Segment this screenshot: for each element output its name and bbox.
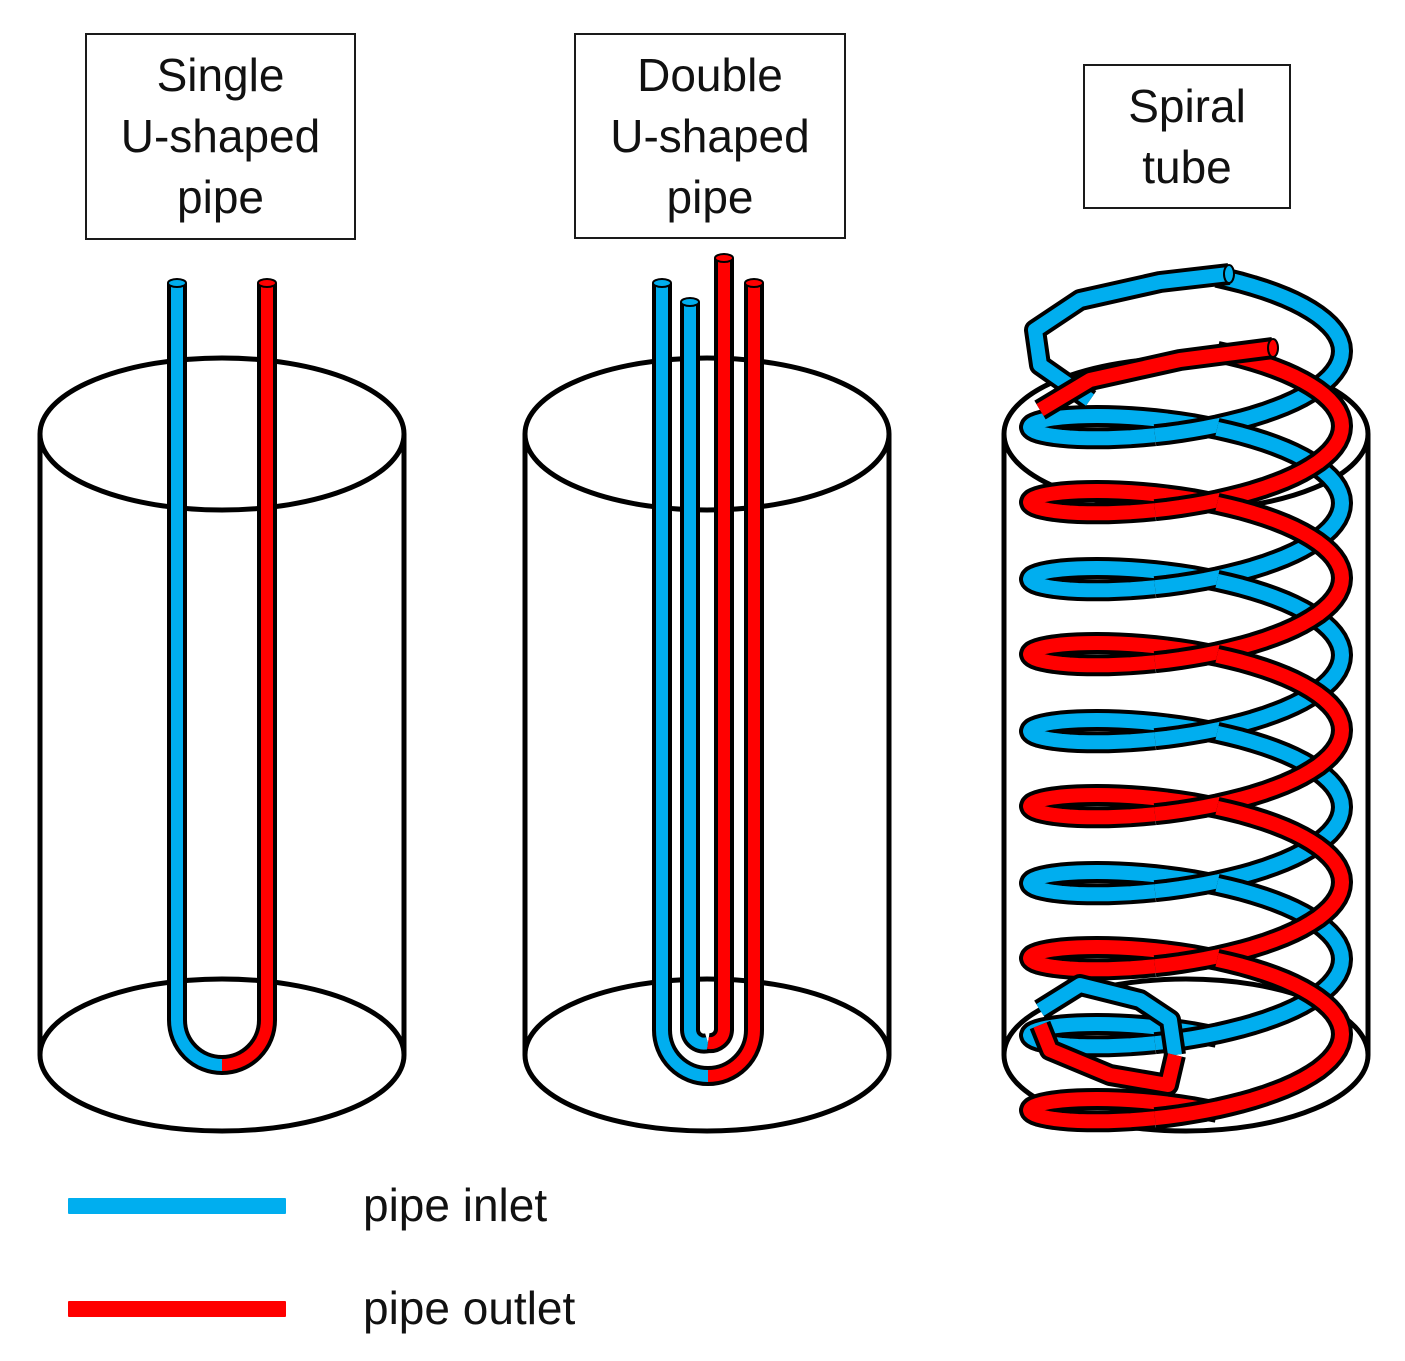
single-inlet-leg	[167, 283, 223, 1075]
spiral-inlet-turn-0	[1154, 269, 1349, 443]
spiral-outlet-turn-8	[1154, 952, 1349, 1126]
spiral-outlet-turn-5	[1023, 788, 1219, 825]
legend-swatch-outlet	[68, 1301, 286, 1317]
legend-label-inlet: pipe inlet	[363, 1179, 548, 1231]
label-single-u-pipe: Single U-shaped pipe	[85, 33, 356, 240]
spiral-outlet-turn-9	[1023, 1092, 1219, 1129]
label-spiral-tube: Spiral tube	[1083, 64, 1291, 209]
spiral-inlet-bottom	[1036, 978, 1182, 1056]
spiral-inlet-cap	[1223, 264, 1235, 284]
label-line: pipe	[177, 171, 264, 223]
spiral-outlet-turn-3	[1023, 636, 1219, 673]
spiral-inlet-lead	[1028, 267, 1230, 406]
label-line: U-shaped	[120, 110, 321, 162]
spiral-outlet-cap	[1267, 338, 1279, 358]
spiral-inlet-turn-6	[1154, 725, 1349, 899]
spiral-outlet-turn-0	[1154, 344, 1349, 518]
spiral-outlet-turn-1	[1023, 484, 1219, 521]
spiral-outlet-bottom	[1033, 1022, 1182, 1092]
label-line: U-shaped	[610, 109, 810, 162]
spiral-inlet-turn-2	[1154, 421, 1349, 595]
label-line: Single	[156, 49, 285, 101]
legend-swatch-inlet	[68, 1198, 286, 1214]
label-line: pipe	[666, 170, 754, 223]
spiral-inlet-turn-4	[1154, 573, 1349, 747]
spiral-inlet-turn-1	[1023, 409, 1219, 446]
spiral-tube	[1019, 263, 1353, 1133]
spiral-outlet-lead	[1036, 341, 1274, 417]
cylinder-single	[37, 355, 407, 1134]
label-line: Double	[637, 48, 783, 101]
double-u-pipe	[652, 253, 764, 1086]
spiral-inlet-turn-5	[1023, 713, 1219, 750]
single-outlet-leg	[221, 283, 277, 1075]
spiral-inlet-turn-7	[1023, 865, 1219, 902]
label-line: Spiral	[1128, 79, 1246, 132]
spiral-outlet-turn-6	[1154, 800, 1349, 974]
cylinder-double	[522, 355, 892, 1134]
spiral-inlet-turn-3	[1023, 561, 1219, 598]
spiral-outlet-turn-7	[1023, 940, 1219, 977]
spiral-inlet-turn-8	[1154, 877, 1349, 1051]
spiral-outlet-turn-2	[1154, 496, 1349, 670]
label-double-u-pipe: Double U-shaped pipe	[574, 33, 846, 239]
spiral-outlet-turn-4	[1154, 648, 1349, 822]
legend-label-outlet: pipe outlet	[363, 1282, 576, 1334]
single-u-pipe	[167, 278, 277, 1075]
label-line: tube	[1142, 140, 1232, 193]
